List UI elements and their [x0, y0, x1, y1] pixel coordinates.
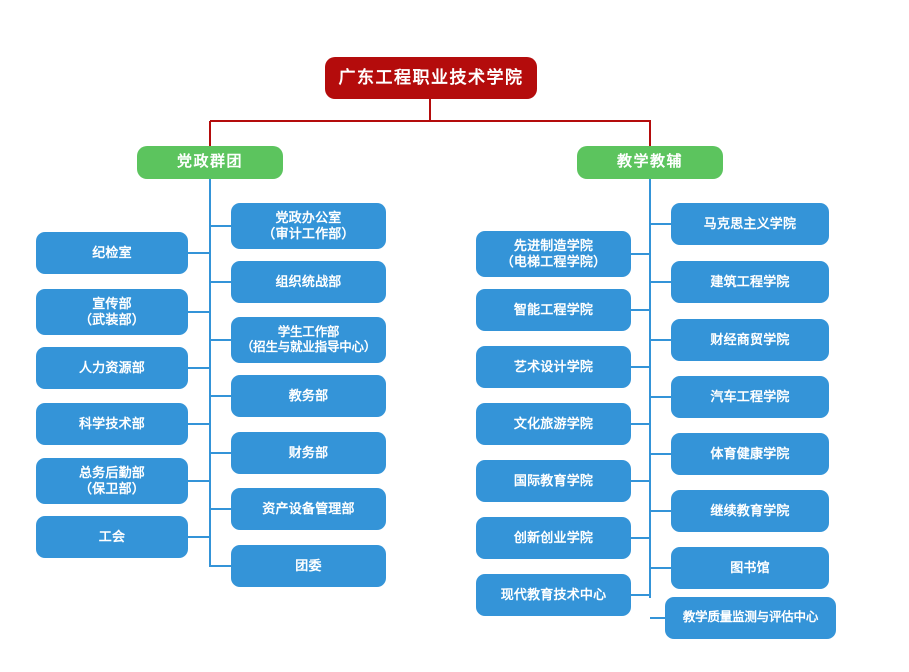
leaf-node-jiaowubu[interactable]: 教务部: [231, 375, 386, 417]
connector-right-r3: [650, 339, 672, 341]
connector-right-l3: [631, 366, 651, 368]
leaf-node-wenhualvyouxueyuan[interactable]: 文化旅游学院: [476, 403, 631, 445]
connector-root-to-branch-2: [649, 121, 651, 148]
connector-right-r4: [650, 396, 672, 398]
connector-right-l4: [631, 423, 651, 425]
leaf-node-guojijiaoyuxueyuan[interactable]: 国际教育学院: [476, 460, 631, 502]
connector-left-r4: [210, 395, 232, 397]
connector-right-r6: [650, 510, 672, 512]
leaf-node-tiyujiankangxueyuan[interactable]: 体育健康学院: [671, 433, 829, 475]
leaf-node-chuangxinchuangyexueyuan[interactable]: 创新创业学院: [476, 517, 631, 559]
connector-root-to-branch-1: [209, 121, 211, 148]
connector-right-l5: [631, 480, 651, 482]
connector-right-r8: [650, 617, 666, 619]
connector-right-l6: [631, 537, 651, 539]
connector-right-l1: [631, 253, 651, 255]
connector-right-r7: [650, 567, 672, 569]
leaf-node-caiwubu[interactable]: 财务部: [231, 432, 386, 474]
leaf-node-jiaoxuezhiliangjiancezhongxin[interactable]: 教学质量监测与评估中心: [665, 597, 836, 639]
connector-root-drop: [429, 99, 431, 121]
root-node[interactable]: 广东工程职业技术学院: [325, 57, 537, 99]
connector-left-5: [188, 480, 210, 482]
branch-node-teaching-support[interactable]: 教学教辅: [577, 146, 723, 179]
leaf-node-zuzhitongzhanbu[interactable]: 组织统战部: [231, 261, 386, 303]
connector-left-r3: [210, 339, 232, 341]
connector-left-r7: [210, 565, 232, 567]
connector-left-3: [188, 367, 210, 369]
connector-left-r6: [210, 508, 232, 510]
leaf-node-jijianshi[interactable]: 纪检室: [36, 232, 188, 274]
leaf-node-caijingshangmaoxueyuan[interactable]: 财经商贸学院: [671, 319, 829, 361]
leaf-node-dangzhengbangongshi[interactable]: 党政办公室 （审计工作部）: [231, 203, 386, 249]
leaf-node-kexuejishubu[interactable]: 科学技术部: [36, 403, 188, 445]
connector-spine-left: [209, 179, 211, 567]
connector-left-r1: [210, 225, 232, 227]
leaf-node-jixujiaoyuxueyuan[interactable]: 继续教育学院: [671, 490, 829, 532]
connector-right-l7: [631, 594, 651, 596]
leaf-node-gonghui[interactable]: 工会: [36, 516, 188, 558]
connector-root-bar: [210, 120, 651, 122]
connector-left-4: [188, 423, 210, 425]
connector-left-6: [188, 536, 210, 538]
connector-left-2: [188, 311, 210, 313]
leaf-node-jianzhugongchengxueyuan[interactable]: 建筑工程学院: [671, 261, 829, 303]
connector-left-r2: [210, 281, 232, 283]
connector-left-1: [188, 252, 210, 254]
leaf-node-makesizhuyixueyuan[interactable]: 马克思主义学院: [671, 203, 829, 245]
leaf-node-tuanwei[interactable]: 团委: [231, 545, 386, 587]
connector-spine-right: [649, 179, 651, 598]
connector-right-r1: [650, 223, 672, 225]
leaf-node-yishushejixueyuan[interactable]: 艺术设计学院: [476, 346, 631, 388]
leaf-node-qichegongchengxueyuan[interactable]: 汽车工程学院: [671, 376, 829, 418]
leaf-node-xianjinzhizaoxueyuan[interactable]: 先进制造学院 （电梯工程学院）: [476, 231, 631, 277]
leaf-node-xiandaijiaoyujishuzhongxin[interactable]: 现代教育技术中心: [476, 574, 631, 616]
leaf-node-xueshenggongzuobu[interactable]: 学生工作部 （招生与就业指导中心）: [231, 317, 386, 363]
connector-right-r2: [650, 281, 672, 283]
leaf-node-zongwuhouqinbu[interactable]: 总务后勤部 （保卫部）: [36, 458, 188, 504]
leaf-node-tushuguan[interactable]: 图书馆: [671, 547, 829, 589]
leaf-node-zhinenggongchengxueyuan[interactable]: 智能工程学院: [476, 289, 631, 331]
connector-right-l2: [631, 309, 651, 311]
branch-node-party-government[interactable]: 党政群团: [137, 146, 283, 179]
leaf-node-zichanshebeiguanlibu[interactable]: 资产设备管理部: [231, 488, 386, 530]
connector-right-r5: [650, 453, 672, 455]
leaf-node-renliziyuanbu[interactable]: 人力资源部: [36, 347, 188, 389]
leaf-node-xuanchuanbu[interactable]: 宣传部 （武装部）: [36, 289, 188, 335]
connector-left-r5: [210, 452, 232, 454]
